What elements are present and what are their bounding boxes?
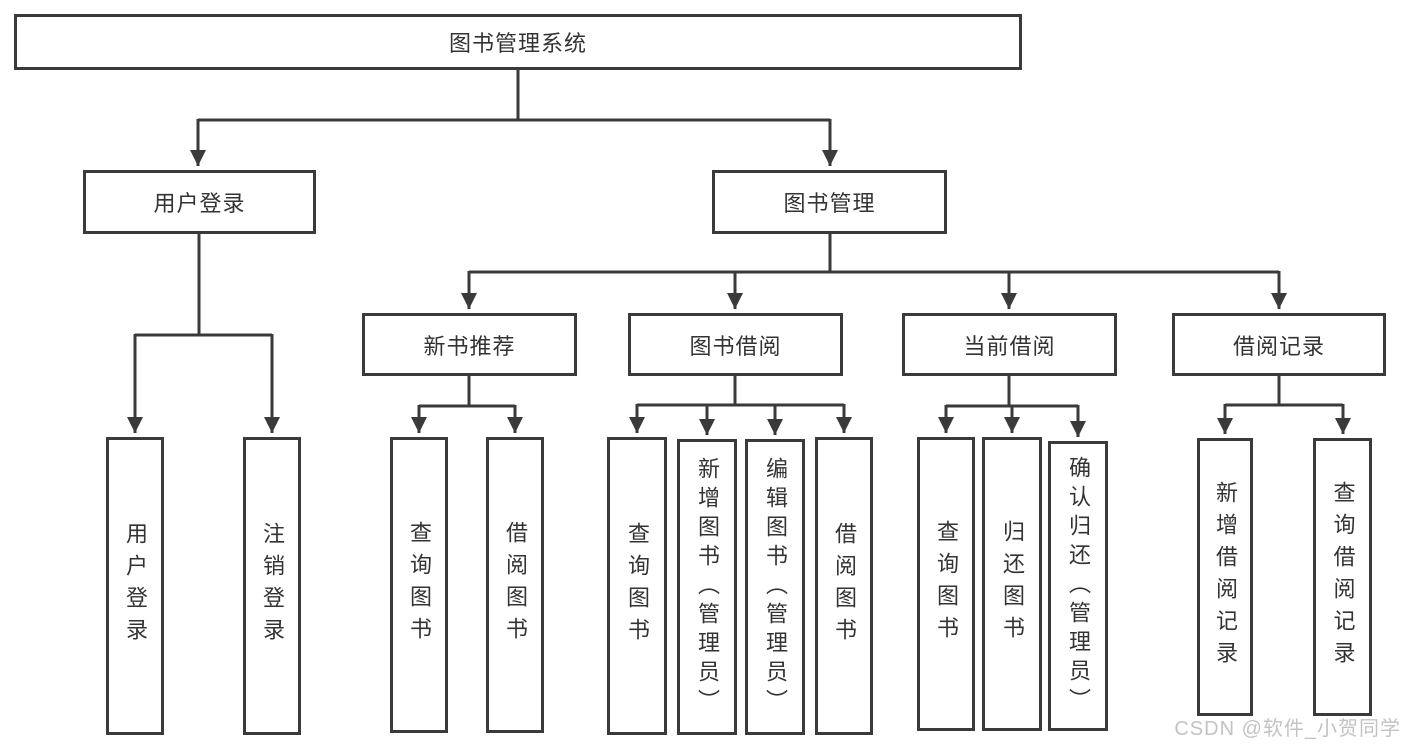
node-label: 借阅图书 xyxy=(832,522,857,650)
node-label: 查询借阅记录 xyxy=(1330,481,1356,673)
leaf-user-login: 用户登录 xyxy=(106,437,164,735)
leaf-current-return-books: 归还图书 xyxy=(982,437,1042,731)
node-label: 图书管理系统 xyxy=(448,31,587,56)
node-label: 查询图书 xyxy=(625,522,650,650)
node-new-book-recommendation: 新书推荐 xyxy=(362,313,577,376)
leaf-records-add-record: 新增借阅记录 xyxy=(1197,438,1253,716)
node-label: 新书推荐 xyxy=(423,333,516,359)
node-label: 注销登录 xyxy=(260,522,285,650)
leaf-rec-borrow-books: 借阅图书 xyxy=(486,437,544,733)
leaf-borrow-edit-books-admin: 编辑图书（管理员） xyxy=(745,439,805,735)
node-book-management: 图书管理 xyxy=(712,170,947,234)
node-label: 查询图书 xyxy=(934,520,959,648)
node-label: 借阅记录 xyxy=(1232,333,1325,359)
node-label: 借阅图书 xyxy=(503,521,528,649)
leaf-current-query-books: 查询图书 xyxy=(917,437,975,731)
leaf-borrow-add-books-admin: 新增图书（管理员） xyxy=(677,439,737,735)
node-label: 归还图书 xyxy=(1000,520,1025,648)
node-label: 图书借阅 xyxy=(689,333,782,359)
leaf-current-confirm-return-admin: 确认归还（管理员） xyxy=(1048,441,1108,731)
node-user-login: 用户登录 xyxy=(83,170,316,234)
watermark: CSDN @软件_小贺同学 xyxy=(1174,718,1401,740)
node-label: 图书管理 xyxy=(783,191,876,216)
node-library-management-system: 图书管理系统 xyxy=(14,14,1022,70)
node-book-borrowing: 图书借阅 xyxy=(628,313,843,376)
node-borrowing-records: 借阅记录 xyxy=(1172,313,1386,376)
node-label: 新增图书（管理员） xyxy=(695,456,720,718)
node-label: 编辑图书（管理员） xyxy=(763,456,788,718)
node-label: 用户登录 xyxy=(123,522,148,650)
node-label: 当前借阅 xyxy=(963,333,1056,359)
leaf-logout: 注销登录 xyxy=(243,437,301,735)
leaf-borrow-borrow-books: 借阅图书 xyxy=(815,437,873,735)
node-current-borrowing: 当前借阅 xyxy=(902,313,1117,376)
node-label: 新增借阅记录 xyxy=(1213,481,1238,673)
leaf-borrow-query-books: 查询图书 xyxy=(607,437,667,735)
leaf-rec-query-books: 查询图书 xyxy=(390,437,448,733)
leaf-records-query-record: 查询借阅记录 xyxy=(1313,438,1372,716)
node-label: 确认归还（管理员） xyxy=(1066,455,1091,717)
node-label: 用户登录 xyxy=(153,191,246,216)
node-label: 查询图书 xyxy=(407,521,432,649)
